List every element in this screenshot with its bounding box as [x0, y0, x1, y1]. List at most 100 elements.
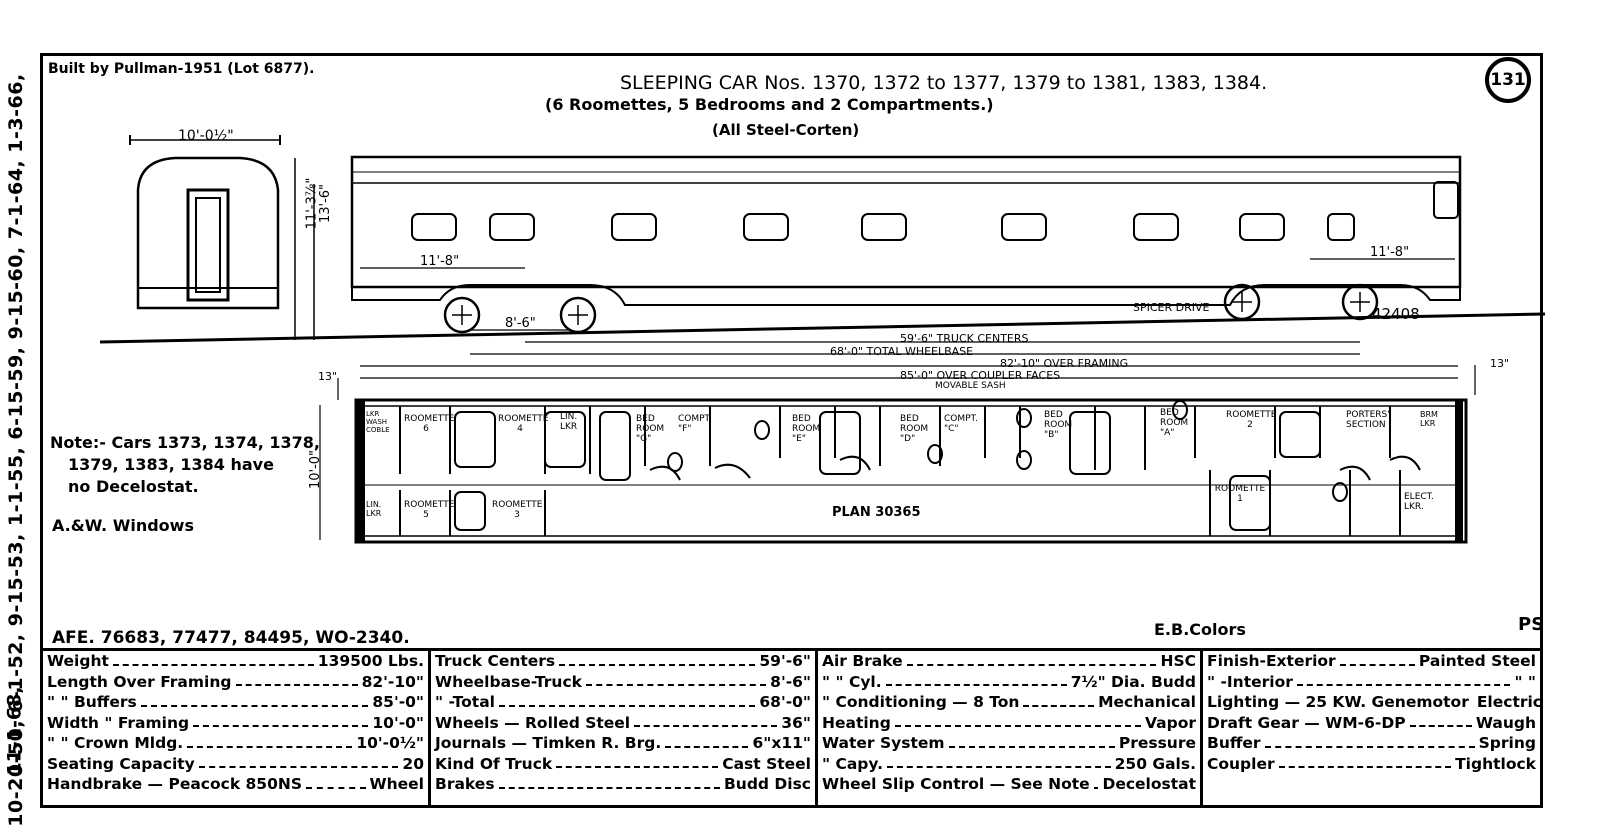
spec-value: Cast Steel [722, 754, 811, 773]
spec-label: Air Brake [822, 652, 903, 670]
afe-note: AFE. 76683, 77477, 84495, WO-2340. [52, 628, 410, 648]
room-label: BED ROOM "B" [1044, 410, 1073, 440]
spec-row: Seating Capacity 20 [43, 754, 428, 775]
room-label: BED ROOM "D" [900, 414, 929, 444]
spec-label: Width " Framing [47, 713, 190, 732]
spec-label: Draft Gear — WM-6-DP [1207, 713, 1406, 732]
spec-value: 36" [781, 713, 811, 732]
spec-value: 250 Gals. [1114, 754, 1196, 773]
spec-label: Heating [822, 713, 891, 732]
material-text: (All Steel-Corten) [712, 121, 860, 139]
spec-value: 85'-0" [372, 693, 424, 711]
spec-row: Buffer Spring [1203, 733, 1540, 754]
spec-row: " " Cyl. 7½" Dia. Budd [818, 672, 1200, 693]
spec-value: Waugh [1475, 713, 1536, 732]
leader-dashes [1339, 651, 1415, 666]
room-label: ROOMETTE 5 [404, 500, 455, 520]
spec-label: Length Over Framing [47, 672, 232, 691]
spec-value: 20 [402, 754, 424, 773]
spec-row: Wheel Slip Control — See Note Decelostat [818, 774, 1200, 795]
spec-label: Seating Capacity [47, 754, 195, 773]
windows-note: A.&W. Windows [52, 516, 194, 535]
spec-value: Spring [1478, 734, 1536, 752]
spec-value: Wheel [369, 775, 424, 793]
spec-label: Weight [47, 652, 109, 670]
leader-dashes [585, 672, 767, 686]
spec-row: Wheelbase-Truck 8'-6" [431, 672, 815, 693]
room-label: ROOMETTE 4 [498, 414, 549, 434]
room-label: BED ROOM "E" [792, 414, 821, 444]
spec-row: " " Buffers 85'-0" [43, 692, 428, 713]
room-label: LIN. LKR [560, 412, 578, 432]
label-car-number: 42408 [1372, 305, 1420, 323]
dim-truck-centers: 59'-6" TRUCK CENTERS [900, 332, 1029, 345]
spec-label: Truck Centers [435, 652, 556, 670]
spec-value: 10'-0" [372, 713, 424, 732]
spec-value: Pressure [1118, 734, 1196, 752]
spec-label: Wheelbase-Truck [435, 672, 582, 691]
spec-label: " " Buffers [47, 693, 137, 711]
spec-label: Coupler [1207, 754, 1275, 773]
leader-dashes [1278, 754, 1452, 768]
spec-label: Water System [822, 734, 945, 752]
spec-value: 7½" Dia. Budd [1070, 672, 1196, 691]
leader-dashes [948, 733, 1115, 748]
leader-dashes [235, 672, 358, 686]
spec-value: Budd Disc [723, 775, 811, 793]
spec-value: Painted Steel [1418, 652, 1536, 670]
spec-row: Water System Pressure [818, 733, 1200, 754]
spec-label: Journals — Timken R. Brg. [435, 734, 662, 752]
dim-end-left: 13" [318, 370, 338, 383]
room-label: PORTERS' SECTION [1346, 410, 1390, 430]
spec-value: 8'-6" [770, 672, 811, 691]
leader-dashes [306, 774, 366, 789]
leader-dashes [894, 713, 1141, 727]
spec-value: Tightlock [1455, 754, 1536, 773]
spec-row: " Capy.250 Gals. [818, 754, 1200, 775]
dim-overhang-left: 11'-8" [420, 254, 460, 269]
spec-label: " " Cyl. [822, 672, 882, 691]
spec-row: Width " Framing 10'-0" [43, 713, 428, 734]
room-label: COMPT. "C" [944, 414, 978, 434]
spec-label: Wheel Slip Control — See Note [822, 775, 1090, 793]
leader-dashes [634, 713, 778, 727]
dim-total-wheelbase: 68'-0" TOTAL WHEELBASE [830, 345, 974, 358]
spec-value: Decelostat [1102, 775, 1196, 793]
dim-plan-width: 10'-0" [308, 449, 324, 490]
subtitle: (6 Roomettes, 5 Bedrooms and 2 Compartme… [545, 95, 994, 114]
room-label: BED ROOM "A" [1160, 408, 1189, 438]
spec-label: Buffer [1207, 734, 1261, 752]
spec-value: 6"x11" [752, 734, 811, 752]
room-label: LIN. LKR [366, 500, 382, 518]
spec-label: Lighting — 25 KW. Genemotor [1207, 693, 1469, 711]
colors-note: E.B.Colors [1154, 620, 1246, 639]
leader-dashes [665, 733, 749, 748]
spec-row: " -Interior" " [1203, 672, 1540, 693]
room-label: BED ROOM "G" [636, 414, 665, 444]
spec-label: " " Crown Mldg. [47, 734, 184, 752]
note-line-2: 1379, 1383, 1384 have [68, 455, 274, 474]
spec-row: Journals — Timken R. Brg. 6"x11" [431, 733, 815, 754]
leader-dashes [187, 733, 353, 748]
page-title: SLEEPING CAR Nos. 1370, 1372 to 1377, 13… [620, 72, 1268, 94]
spec-row: Draft Gear — WM-6-DP Waugh [1203, 713, 1540, 734]
spec-value: " " [1514, 672, 1536, 691]
spec-label: Kind Of Truck [435, 754, 553, 773]
leader-dashes [1409, 713, 1472, 727]
spec-label: Handbrake — Peacock 850NS [47, 775, 303, 793]
leader-dashes [1264, 733, 1475, 748]
spec-value: 82'-10" [361, 672, 424, 691]
leader-dashes [140, 692, 369, 707]
room-label: ROOMETTE 3 [492, 500, 543, 520]
spec-value: 68'-0" [759, 693, 811, 711]
leader-dashes [1296, 672, 1511, 686]
